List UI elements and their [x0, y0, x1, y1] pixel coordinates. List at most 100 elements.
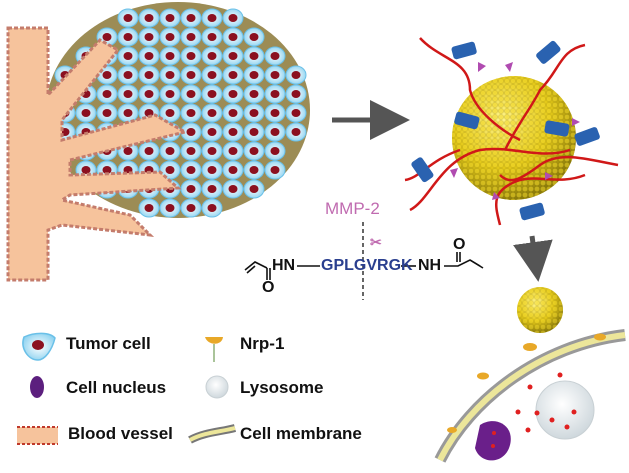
tumor-cell-nucleus: [102, 109, 112, 117]
blood-vessel: [6, 26, 190, 282]
tumor-cell-nucleus: [144, 90, 154, 98]
cell-uptake: [434, 287, 626, 463]
tumor-cell-nucleus: [249, 128, 259, 136]
tumor-cell-nucleus: [207, 185, 217, 193]
tumor-cell-nucleus: [186, 90, 196, 98]
tumor-cell-nucleus: [228, 33, 238, 41]
tumor-cell-icon: [22, 332, 56, 361]
tumor-cell-nucleus: [207, 14, 217, 22]
legend-blood-vessel: Blood vessel: [68, 424, 173, 443]
legend-cell-membrane: Cell membrane: [240, 424, 362, 443]
tumor-cell-nucleus: [291, 109, 301, 117]
tumor-cell-nucleus: [270, 166, 280, 174]
tumor-cell-nucleus: [207, 128, 217, 136]
tumor-cell-nucleus: [165, 71, 175, 79]
arrow-down: [513, 235, 553, 282]
tumor-cell-nucleus: [228, 14, 238, 22]
tumor-cell-nucleus: [165, 14, 175, 22]
tumor-cell-nucleus: [186, 71, 196, 79]
tumor-cell-nucleus: [228, 166, 238, 174]
blood-vessel-icon: [17, 426, 58, 445]
tumor-cell-nucleus: [207, 147, 217, 155]
tumor-cell-nucleus: [165, 109, 175, 117]
tumor-cell-nucleus: [270, 52, 280, 60]
tumor-cell-nucleus: [123, 71, 133, 79]
tumor-cell-nucleus: [123, 90, 133, 98]
tumor-cell-nucleus: [102, 71, 112, 79]
tumor-cell-nucleus: [207, 90, 217, 98]
lysosome-icon: [205, 375, 229, 399]
nrp1-receptor-icon: [205, 337, 223, 362]
tumor-cell-nucleus: [144, 71, 154, 79]
tumor-cell-nucleus: [144, 14, 154, 22]
legend-lysosome: Lysosome: [240, 378, 324, 397]
right-amine: NH: [418, 257, 442, 274]
tumor-cell-nucleus: [186, 33, 196, 41]
tumor-cell-nucleus: [165, 204, 175, 212]
scissors-icon: ✂: [370, 234, 382, 250]
tumor-cell-nucleus: [165, 52, 175, 60]
tumor-cell-nucleus: [249, 147, 259, 155]
tumor-cell-nucleus: [102, 166, 112, 174]
tumor-cell-nucleus: [207, 109, 217, 117]
tumor-cell-nucleus: [291, 71, 301, 79]
tumor-cell-nucleus: [249, 52, 259, 60]
tumor-cell-nucleus: [228, 52, 238, 60]
tumor-cell-nucleus: [207, 52, 217, 60]
tumor-cell-nucleus: [123, 147, 133, 155]
tumor-cell-nucleus: [186, 52, 196, 60]
tumor-cell-nucleus: [249, 166, 259, 174]
tumor-cell-nucleus: [207, 204, 217, 212]
tumor-cell-nucleus: [228, 90, 238, 98]
tumor-cell-nucleus: [228, 128, 238, 136]
cell-nucleus-icon: [30, 376, 44, 398]
tumor-cell-nucleus: [165, 166, 175, 174]
tumor-cell-nucleus: [186, 14, 196, 22]
tumor-cell-nucleus: [186, 128, 196, 136]
tumor-cell-nucleus: [165, 90, 175, 98]
tumor-cell-nucleus: [123, 52, 133, 60]
tumor-cell-nucleus: [123, 14, 133, 22]
enzyme-label: MMP-2: [325, 199, 380, 218]
tumor-cell-nucleus: [228, 109, 238, 117]
tumor-cell-nucleus: [186, 147, 196, 155]
tumor-cell-nucleus: [144, 33, 154, 41]
tumor-cell-nucleus: [228, 147, 238, 155]
left-amine: HN: [272, 257, 296, 274]
left-carbonyl-oxygen: O: [262, 279, 275, 296]
tumor-cell-nucleus: [249, 90, 259, 98]
tumor-cell-nucleus: [249, 71, 259, 79]
tumor-cell-nucleus: [123, 33, 133, 41]
tumor-cell-nucleus: [123, 109, 133, 117]
tumor-cell-nucleus: [165, 33, 175, 41]
legend-cell-nucleus: Cell nucleus: [66, 378, 167, 397]
tumor-cell-nucleus: [81, 166, 91, 174]
nanoparticle: [404, 37, 619, 226]
tumor-cell-nucleus: [249, 33, 259, 41]
right-carbonyl-oxygen: O: [453, 236, 466, 253]
tumor-cell-nucleus: [291, 90, 301, 98]
tumor-cell-nucleus: [144, 166, 154, 174]
tumor-cell-nucleus: [207, 33, 217, 41]
tumor-cell-nucleus: [270, 147, 280, 155]
cell-membrane-icon: [188, 424, 237, 444]
tumor-cell-nucleus: [144, 52, 154, 60]
tumor-cell-nucleus: [144, 204, 154, 212]
tumor-cell-nucleus: [186, 185, 196, 193]
tumor-cell-nucleus: [207, 71, 217, 79]
tumor-cell-nucleus: [270, 71, 280, 79]
tumor-cell-nucleus: [207, 166, 217, 174]
tumor-cell-nucleus: [228, 185, 238, 193]
tumor-cell-nucleus: [102, 90, 112, 98]
tumor-cell-nucleus: [270, 128, 280, 136]
tumor-cell-nucleus: [102, 33, 112, 41]
legend-tumor-cell: Tumor cell: [66, 334, 151, 353]
tumor-cell-nucleus: [186, 109, 196, 117]
tumor-cell-nucleus: [186, 204, 196, 212]
tumor-cell-nucleus: [165, 147, 175, 155]
tumor-cell-nucleus: [81, 109, 91, 117]
chemical-bonds: [244, 252, 484, 280]
peptide-sequence: GPLGVRGK: [321, 257, 413, 274]
tumor-cell-nucleus: [270, 90, 280, 98]
